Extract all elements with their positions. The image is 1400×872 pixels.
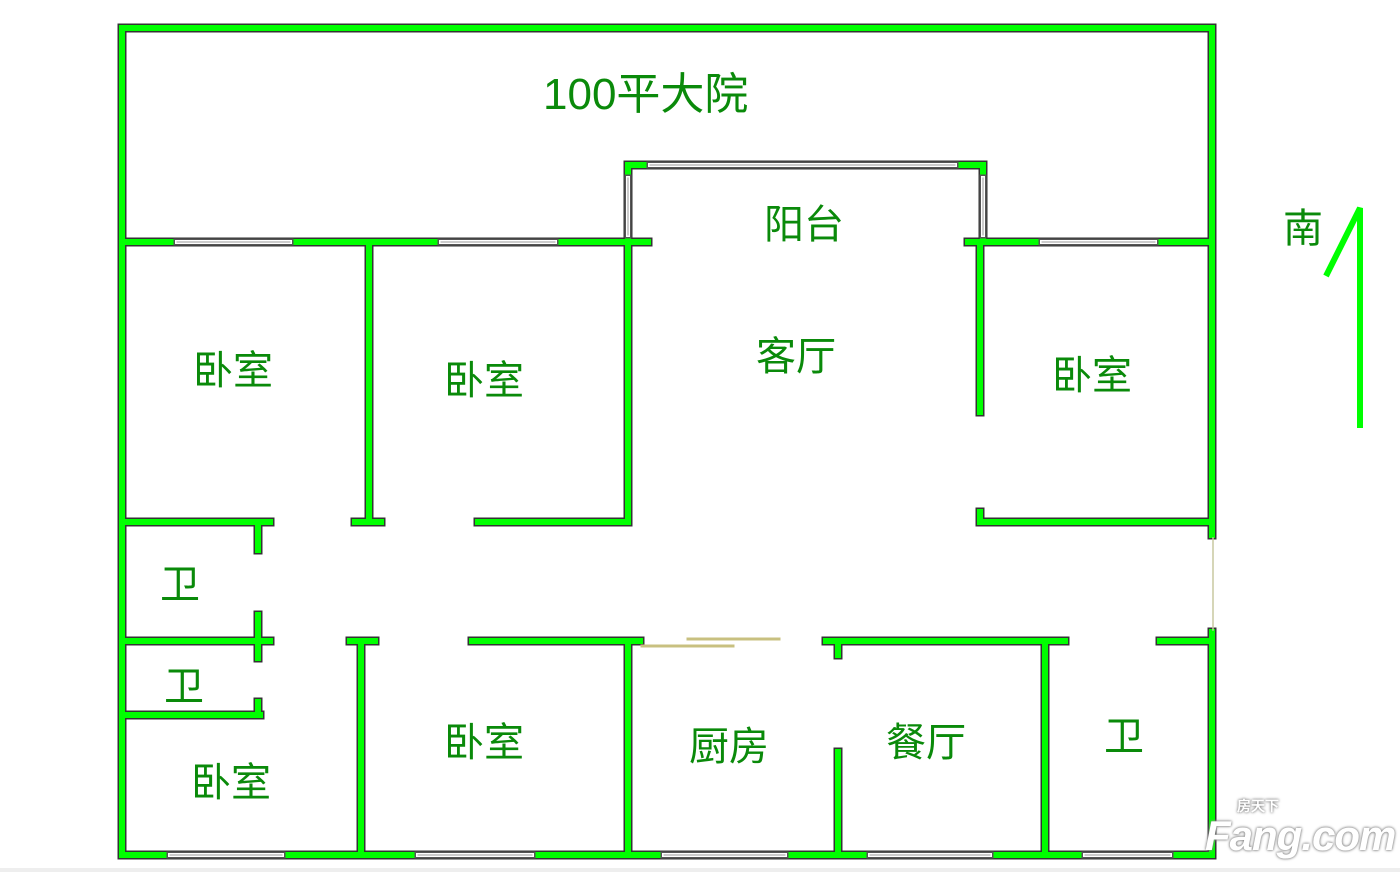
watermark-en: Fang.com <box>1205 812 1396 859</box>
bottom-edge <box>0 868 1400 872</box>
room-label-bathroom-1: 卫 <box>160 562 200 608</box>
watermark-logo: 房天下 Fang.com <box>1205 798 1396 859</box>
room-label-bedroom-3: 卧室 <box>1052 353 1132 399</box>
watermark-cn: 房天下 <box>1237 798 1279 814</box>
living-room-label: 客厅 <box>756 334 836 380</box>
room-label-bathroom-2: 卫 <box>164 664 204 710</box>
room-label-bedroom-5: 卧室 <box>444 720 524 766</box>
north-arrow-icon <box>1323 206 1363 428</box>
room-label-bedroom-2: 卧室 <box>444 358 524 404</box>
yard-label: 100平大院 <box>543 70 749 119</box>
room-label-bedroom-1: 卧室 <box>193 348 273 394</box>
room-label-dining-room: 餐厅 <box>886 720 966 766</box>
room-label-bathroom-3: 卫 <box>1104 714 1144 760</box>
room-label-bedroom-4: 卧室 <box>191 760 271 806</box>
room-label-kitchen: 厨房 <box>689 724 769 770</box>
orientation-label: 南 <box>1283 206 1323 252</box>
balcony-label: 阳台 <box>764 202 844 248</box>
